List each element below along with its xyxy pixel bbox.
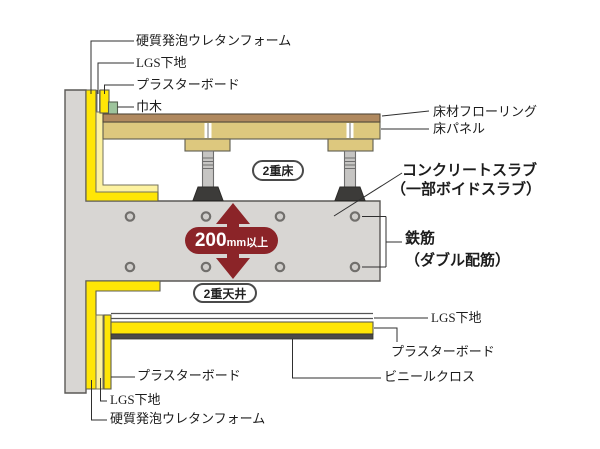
dimension-value: 200: [194, 230, 227, 251]
flooring-shape: [102, 113, 381, 123]
leader-vinyl-cloth: [292, 339, 381, 379]
callout-double-floor: 2重床: [252, 160, 304, 181]
leader-plasterboard-top: [104, 84, 134, 94]
label-floor-panel: 床パネル: [433, 121, 486, 136]
floor-support-pedestal: [327, 138, 374, 201]
label-plasterboard-bottom: プラスターボード: [137, 368, 241, 383]
floor-support-pedestal: [184, 138, 231, 201]
label-urethane-foam-bottom: 硬質発泡ウレタンフォーム: [110, 411, 266, 426]
urethane-foam-bottom-shape: [85, 280, 161, 390]
callout-double-ceiling: 2重天井: [193, 283, 257, 303]
rebar-circles: [124, 211, 361, 273]
dimension-suffix: mm以上: [226, 237, 269, 249]
leader-concrete-slab: [333, 172, 403, 217]
leader-urethane-top: [90, 40, 134, 94]
leader-lines: [90, 40, 430, 421]
label-lgs-top: LGS下地: [136, 55, 187, 70]
leader-plasterboard-right: [374, 327, 398, 342]
floor-panel-shape: [102, 121, 381, 140]
leader-urethane-bottom: [91, 380, 107, 421]
ceiling-vinyl-cloth-shape: [110, 333, 374, 340]
label-skirting: 巾木: [136, 99, 163, 114]
leader-lgs-bottom: [100, 378, 107, 402]
label-lgs-right: LGS下地: [431, 310, 482, 325]
leader-rebar-bracket: [362, 216, 402, 268]
leader-lgs-top: [97, 62, 134, 94]
label-rebar: 鉄筋: [405, 231, 436, 247]
label-plasterboard-right: プラスターボード: [391, 344, 495, 359]
label-concrete-slab-note: （一部ボイドスラブ）: [391, 182, 542, 198]
plasterboard-wall-bottom-shape: [103, 314, 112, 390]
leader-flooring: [381, 110, 430, 117]
label-urethane-foam-top: 硬質発泡ウレタンフォーム: [136, 33, 292, 48]
label-plasterboard-top: プラスターボード: [136, 77, 240, 92]
label-vinyl-cloth: ビニールクロス: [384, 369, 476, 384]
label-rebar-note: （ダブル配筋）: [405, 253, 511, 269]
ceiling-plasterboard-shape: [110, 321, 374, 335]
label-flooring: 床材フローリング: [433, 104, 538, 119]
lgs-zone-bottom-shape: [95, 314, 104, 390]
label-lgs-bottom: LGS下地: [110, 392, 161, 407]
label-concrete-slab: コンクリートスラブ: [402, 163, 538, 179]
